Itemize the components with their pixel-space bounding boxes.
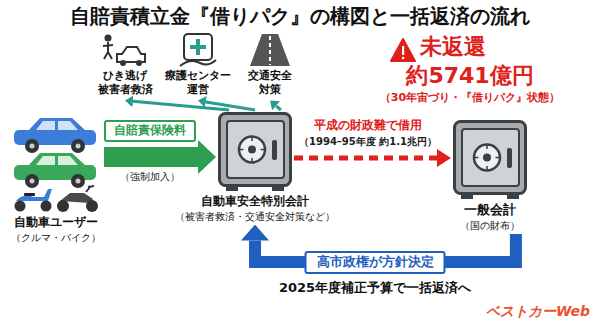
car-window	[36, 121, 78, 130]
car-outline	[117, 47, 145, 62]
safe-handle	[272, 140, 277, 160]
car-wheel	[71, 174, 85, 188]
person-body	[103, 42, 113, 59]
alert-amount: 約5741億円	[404, 62, 535, 91]
warning-symbol	[391, 39, 415, 61]
node-heading: 自動車ユーザー	[14, 215, 98, 231]
node-heading: 療護センター 運営	[165, 69, 231, 98]
car-hub	[76, 144, 81, 149]
node-heading: 一般会計	[464, 202, 516, 219]
safe-body	[455, 122, 526, 194]
car-wheel	[25, 139, 39, 153]
alert-heading: 未返還	[418, 33, 488, 62]
icon-frame	[184, 34, 212, 60]
decision-label: 高市政権が方針決定	[305, 251, 446, 274]
medical-cross	[190, 39, 206, 55]
amount-note: （1994–95年度 約1.1兆円）	[297, 135, 439, 148]
hand	[180, 60, 216, 66]
car-wheel	[71, 139, 85, 153]
warning-triangle	[391, 39, 415, 61]
road	[250, 34, 290, 66]
plan-text: 2025年度補正予算で一括返済へ	[277, 280, 473, 297]
safe-special-account	[220, 114, 291, 192]
scooter	[15, 189, 53, 212]
safe-body	[220, 114, 291, 186]
hit-and-run-icon	[103, 35, 145, 67]
car-wheel	[120, 60, 126, 66]
person-head	[105, 35, 112, 42]
purpose-item: 療護センター 運営	[162, 31, 234, 98]
node-caption: （国の財布）	[460, 219, 520, 232]
purpose-item: 交通安全 対策	[245, 31, 295, 98]
flow-arrow	[276, 106, 281, 110]
blue-car	[14, 118, 96, 153]
safe-dial	[239, 137, 265, 163]
scooter-seat	[24, 193, 35, 196]
car-cabin	[28, 153, 86, 166]
road-marking	[269, 36, 271, 65]
node-caption: （被害者救済・交通安全対策など）	[175, 210, 335, 223]
scooter-wheel	[15, 201, 26, 212]
car-wheel	[136, 60, 142, 66]
car-window	[36, 156, 78, 165]
safe-general-account	[455, 122, 526, 200]
flow-arrow	[104, 147, 198, 167]
motorcycle	[57, 186, 98, 212]
car-hub	[30, 179, 35, 184]
motorcycle-wheel	[57, 200, 69, 212]
account-safe: 一般会計（国の財布）	[453, 120, 527, 232]
safe-door	[227, 121, 284, 178]
fee-label: 自賠責保険料	[104, 120, 196, 142]
note-text: （強制加入）	[118, 170, 182, 183]
car-hub	[76, 179, 81, 184]
safe-dial	[474, 145, 500, 171]
motorcycle-wheel	[86, 200, 98, 212]
safe-foot	[507, 194, 519, 199]
road-icon	[250, 34, 290, 66]
purpose-item: ひき逃げ 被害者救済	[95, 31, 156, 98]
car-wheel	[25, 174, 39, 188]
node-caption: （クルマ・バイク）	[11, 231, 101, 244]
car-cabin	[28, 118, 86, 131]
alert-note: （30年宙づり・『借りパク』状態）	[378, 91, 562, 105]
safe-door	[462, 129, 519, 186]
safe-handle	[507, 148, 512, 168]
car-hub	[30, 144, 35, 149]
node-heading: ひき逃げ 被害者救済	[98, 69, 153, 98]
green-car	[14, 153, 96, 188]
care-center-icon	[180, 34, 216, 66]
warning-dot	[402, 57, 405, 60]
scooter-wheel	[41, 201, 52, 212]
flow-arrow	[294, 156, 437, 161]
safe-dial-ticks	[240, 137, 265, 162]
safe-foot	[461, 194, 473, 199]
node-heading: 自動車安全特別会計	[201, 194, 309, 210]
watermark: ベストカーWeb	[484, 302, 592, 320]
node-heading: 交通安全 対策	[248, 69, 292, 98]
safe-dial-center	[248, 146, 256, 154]
loan-label: 平成の財政難で借用	[311, 118, 425, 134]
scooter-body	[16, 189, 52, 201]
flow-arrow	[206, 102, 255, 110]
warning-bar	[402, 46, 404, 55]
motorcycle-handlebar	[86, 186, 94, 192]
diagram-title: 自賠責積立金『借りパク』の構図と一括返済の流れ	[0, 4, 600, 28]
account-safe: 自動車安全特別会計（被害者救済・交通安全対策など）	[218, 112, 292, 223]
safe-foot	[226, 186, 238, 191]
user-group: 自動車ユーザー（クルマ・バイク）	[10, 113, 102, 244]
safe-dial-ticks	[475, 145, 500, 170]
safe-dial-center	[483, 154, 491, 162]
safe-foot	[272, 186, 284, 191]
